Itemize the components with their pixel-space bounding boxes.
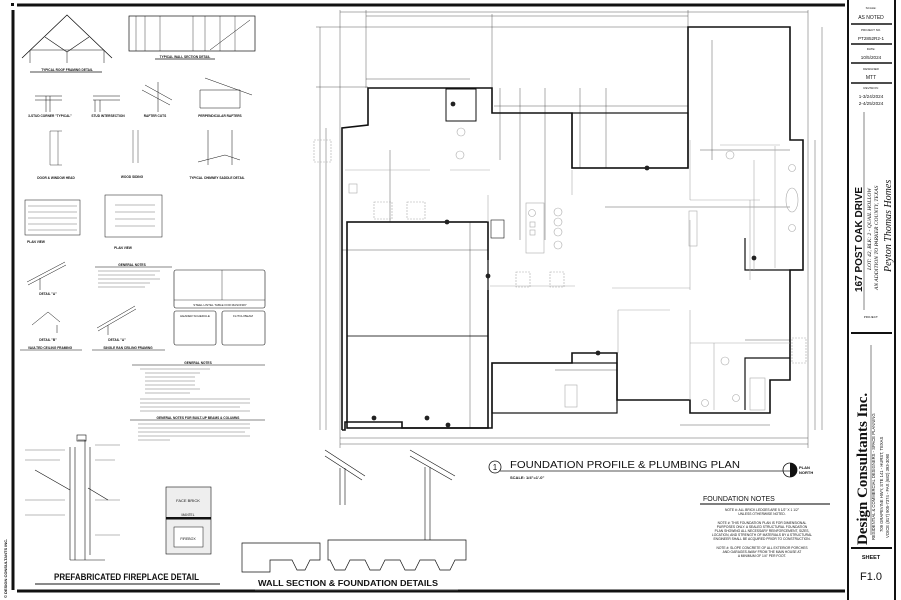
schedules: GENERAL NOTES STEEL LINTEL TABLE FOR MAS… bbox=[95, 263, 266, 441]
firebox-label: FIREBOX bbox=[180, 537, 196, 541]
builder-name: Peyton Thomas Homes bbox=[883, 180, 894, 273]
plumbing-stack-icon bbox=[444, 219, 450, 225]
chimney-saddle-title: TYPICAL CHIMNEY SADDLE DETAIL bbox=[189, 176, 244, 180]
header-schedule-title: HEADER SCHEDULE bbox=[180, 314, 210, 318]
plumbing-stack-icon bbox=[424, 415, 430, 421]
note-3-line-1: NOTE #: SLOPE CONCRETE OF ALL EXTERIOR P… bbox=[716, 546, 808, 550]
plumbing-stack-icon bbox=[485, 273, 491, 279]
vaulted-ceiling-title: VAULTED CEILING FRAMING bbox=[28, 346, 73, 350]
wall-section-detail: TYPICAL WALL SECTION DETAIL bbox=[128, 15, 256, 60]
wall-section-title: TYPICAL WALL SECTION DETAIL bbox=[160, 55, 211, 59]
plumbing-stack-icon bbox=[371, 415, 377, 421]
note-1-line-1: NOTE #: ALL BRICK LEDGES ARE 5 1/2" X 1 … bbox=[725, 508, 800, 512]
date-label: DATE: bbox=[867, 47, 876, 51]
wall-foundation-title: WALL SECTION & FOUNDATION DETAILS bbox=[258, 578, 438, 588]
sheet-number: F1.0 bbox=[860, 571, 882, 583]
door-window-head-title: DOOR & WINDOW HEAD bbox=[37, 176, 75, 180]
general-notes-1-title: GENERAL NOTES bbox=[118, 263, 145, 267]
scale-value: AS NOTED bbox=[858, 15, 884, 21]
note-2-line-2: PURPOSES ONLY. A SEALED STRUCTURAL FOUND… bbox=[717, 525, 808, 529]
note-2-line-4: LOCATION, AND STRENGTH OF MATERIALS BY A… bbox=[712, 533, 812, 537]
roof-framing-detail: TYPICAL ROOF FRAMING DETAIL bbox=[21, 14, 113, 73]
copyright-text: © DESIGN CONSULTANTS INC. bbox=[3, 539, 8, 598]
project-address: 167 POST OAK DRIVE bbox=[854, 187, 865, 292]
fireplace-detail: FACE BRICK MANTEL FIREBOX PREFABRICATED … bbox=[25, 434, 220, 585]
wood-siding-title: WOOD SIDING bbox=[121, 175, 144, 179]
fireplace-title: PREFABRICATED FIREPLACE DETAIL bbox=[54, 572, 199, 583]
rafter-cuts-title: RAFTER CUTS bbox=[144, 114, 167, 118]
project-lot: LOT: 42, BLK: 2 - QUAIL HOLLOW bbox=[866, 188, 873, 271]
detail-a-1-label: DETAIL "A" bbox=[39, 292, 57, 296]
project-label: PROJECT: bbox=[864, 315, 879, 319]
stud-corner-title: 3-STUD CORNER "TYPICAL" bbox=[28, 114, 72, 118]
detail-b-label: DETAIL "B" bbox=[39, 338, 57, 342]
note-3-line-2: AND GARAGES AWAY FROM THE MAIN HOUSE AT bbox=[723, 550, 802, 554]
mantel-label: MANTEL bbox=[182, 513, 195, 517]
foundation-notes: FOUNDATION NOTES NOTE #: ALL BRICK LEDGE… bbox=[700, 496, 830, 558]
firm-name: Design Consultants Inc. bbox=[855, 393, 871, 545]
detail-a-2-label: DETAIL "A" bbox=[108, 338, 126, 342]
scale-label: SCALE: bbox=[866, 6, 877, 10]
roof-framing-title: TYPICAL ROOF FRAMING DETAIL bbox=[41, 68, 93, 72]
plumbing-stack-icon bbox=[644, 165, 650, 171]
note-2-line-3: PLAN SHOWING ALL NECESSARY REINFORCEMENT… bbox=[715, 529, 810, 533]
date-value: 10/5/2024 bbox=[861, 55, 882, 60]
plan-title: FOUNDATION PROFILE & PLUMBING PLAN bbox=[510, 460, 740, 471]
plumbing-stack-icon bbox=[445, 422, 451, 428]
general-notes-beams-title: GENERAL NOTES FOR BUILT-UP BEAMS & COLUM… bbox=[157, 416, 240, 420]
plan-number: 1 bbox=[493, 463, 498, 472]
steel-lintel-title: STEEL LINTEL TABLE FOR MASONRY bbox=[193, 303, 246, 307]
plumbing-stack-icon bbox=[751, 255, 757, 261]
project-addition: AN ADDITION TO PARKER COUNTY, TEXAS bbox=[874, 185, 880, 291]
north-label-2: NORTH bbox=[799, 470, 813, 475]
plumbing-stack-icon bbox=[450, 101, 456, 107]
project-no-value: PT2852R2-1 bbox=[858, 36, 884, 41]
note-1-line-2: UNLESS OTHERWISE NOTED. bbox=[738, 512, 785, 516]
perpendicular-rafters-title: PERPENDICULAR RAFTERS bbox=[198, 114, 241, 118]
revision-1: 1-3/24/2024 bbox=[859, 94, 884, 99]
foundation-notes-heading: FOUNDATION NOTES bbox=[703, 496, 775, 503]
plumbing-markers bbox=[371, 101, 757, 428]
garage-slab bbox=[346, 221, 489, 429]
plumbing-stack-icon bbox=[595, 350, 601, 356]
plan-view-1-label: PLAN VIEW bbox=[27, 240, 45, 244]
foundation-outline bbox=[341, 26, 804, 431]
sheet-border bbox=[11, 0, 896, 600]
interior-walls bbox=[345, 140, 790, 410]
porch-slab-front bbox=[491, 362, 618, 414]
plan-view-2-label: PLAN VIEW bbox=[114, 246, 132, 250]
firm-phone: VOICE (817) 905-7374 - FAX (682) 393-309… bbox=[885, 453, 890, 538]
construction-details: TYPICAL ROOF FRAMING DETAIL TYPICAL WALL… bbox=[20, 14, 467, 591]
plan-scale: SCALE: 1/4"=1'-0" bbox=[510, 475, 545, 480]
revision-2: 2-4/25/2024 bbox=[859, 101, 884, 106]
north-arrow-icon bbox=[790, 463, 797, 477]
dimension-lines bbox=[316, 10, 823, 448]
plan-title-block: 1 FOUNDATION PROFILE & PLUMBING PLAN SCA… bbox=[488, 460, 813, 480]
project-no-label: PROJECT NO. bbox=[861, 28, 881, 32]
firm-address: 709 GRAPEVINE HWY, STE 141 - HURST, TEXA… bbox=[879, 437, 884, 532]
designer-label: DESIGNER bbox=[863, 67, 880, 71]
face-brick-label: FACE BRICK bbox=[176, 498, 200, 503]
north-label-1: PLAN bbox=[799, 465, 810, 470]
framing-small-details: 3-STUD CORNER "TYPICAL" STUD INTERSECTIO… bbox=[20, 77, 253, 351]
flitch-beam-title: FLITCH BEAM bbox=[233, 314, 253, 318]
designer-value: MTT bbox=[866, 75, 876, 81]
revision-label: REVISION: bbox=[863, 86, 878, 90]
note-3-line-3: A MINIMUM OF 1/4" PER FOOT. bbox=[738, 554, 786, 558]
stud-intersection-title: STUD INTERSECTION bbox=[91, 114, 125, 118]
sheet-label: SHEET bbox=[862, 555, 881, 561]
general-notes-2-title: GENERAL NOTES bbox=[184, 361, 211, 365]
porch-slab-rear bbox=[571, 112, 689, 169]
wall-foundation-detail: WALL SECTION & FOUNDATION DETAILS bbox=[241, 449, 467, 591]
firm-tagline: RESIDENTIAL & COMMERCIAL DESIGNERS - SPA… bbox=[871, 413, 876, 540]
note-2-line-5: ENGINEER SHALL BE ACQUIRED PRIOR TO CONS… bbox=[713, 537, 810, 541]
foundation-plan: 1 FOUNDATION PROFILE & PLUMBING PLAN SCA… bbox=[313, 10, 830, 558]
note-2-line-1: NOTE #: THIS FOUNDATION PLAN IS FOR DIME… bbox=[718, 521, 807, 525]
fixtures bbox=[313, 127, 807, 411]
single-ran-ceiling-title: SINGLE RAN CEILING FRAMING bbox=[103, 346, 153, 350]
title-block: SCALE: AS NOTED PROJECT NO. PT2852R2-1 D… bbox=[851, 6, 894, 583]
